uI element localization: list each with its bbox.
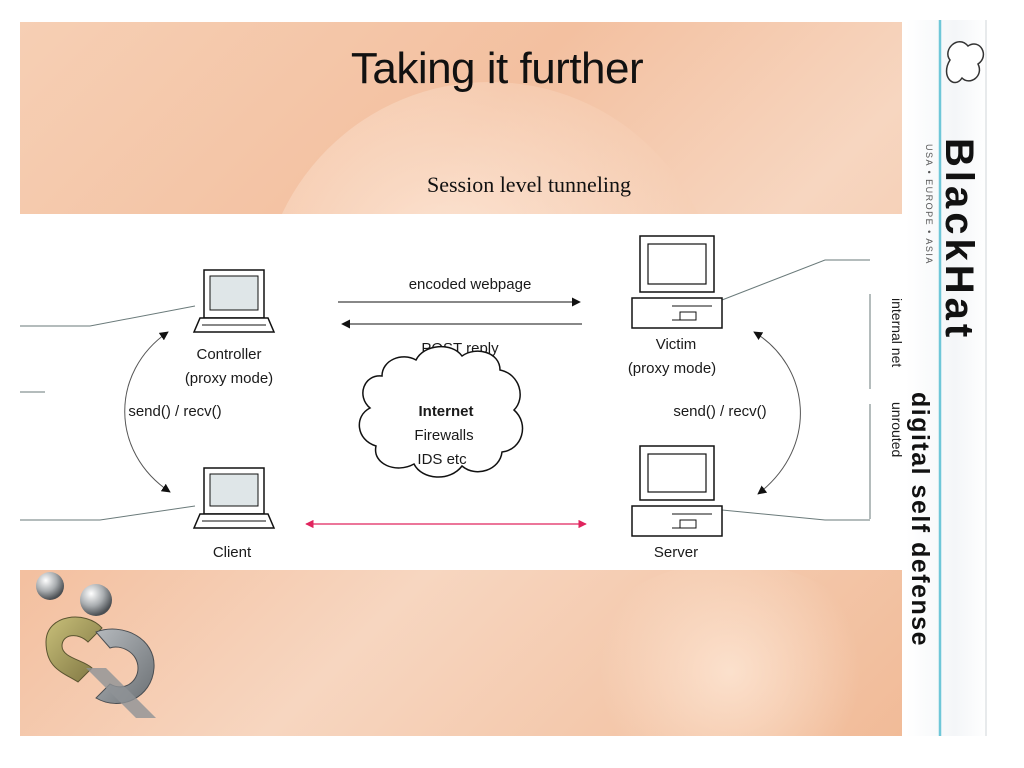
wire-server bbox=[721, 509, 870, 521]
right-send-recv-arc bbox=[753, 331, 801, 495]
server-label: Server bbox=[654, 544, 698, 561]
diagram-panel: Controller (proxy mode) Client Victim (p… bbox=[20, 214, 902, 570]
controller-label: Controller bbox=[196, 346, 261, 363]
wire-client bbox=[20, 505, 196, 521]
network-wires bbox=[20, 259, 871, 521]
cloud-firewalls-label: Firewalls bbox=[414, 427, 473, 444]
internet-cloud-icon bbox=[358, 346, 524, 478]
blackhat-logo-icon bbox=[945, 40, 985, 84]
brand-regions: USA • EUROPE • ASIA bbox=[924, 144, 934, 265]
background-blob bbox=[580, 562, 880, 736]
server-desktop-icon bbox=[631, 445, 723, 537]
network-diagram: Controller (proxy mode) Client Victim (p… bbox=[20, 235, 902, 561]
slide-title: Taking it further bbox=[350, 44, 644, 93]
controller-laptop-icon bbox=[192, 269, 276, 333]
victim-mode-label: (proxy mode) bbox=[628, 360, 716, 377]
victim-desktop-icon bbox=[631, 235, 723, 329]
decorative-logo-icon bbox=[36, 572, 156, 718]
controller-mode-label: (proxy mode) bbox=[185, 370, 273, 387]
unrouted-label: unrouted bbox=[889, 402, 902, 457]
brand-tagline: digital self defense bbox=[906, 392, 934, 647]
left-send-recv-label: send() / recv() bbox=[128, 403, 221, 420]
internal-net-label: internal net bbox=[889, 298, 902, 367]
cloud-ids-label: IDS etc bbox=[417, 451, 467, 468]
client-laptop-icon bbox=[192, 467, 276, 529]
encoded-webpage-label: encoded webpage bbox=[409, 276, 532, 293]
right-send-recv-label: send() / recv() bbox=[673, 403, 766, 420]
slide-subtitle: Session level tunneling bbox=[426, 172, 632, 197]
wire-controller bbox=[20, 305, 196, 327]
client-label: Client bbox=[213, 544, 252, 561]
wire-victim bbox=[721, 259, 870, 301]
left-send-recv-arc bbox=[124, 331, 171, 493]
cloud-internet-label: Internet bbox=[418, 403, 473, 420]
blackhat-brand: BlackHat USA • EUROPE • ASIA digital sel… bbox=[906, 20, 987, 736]
blackhat-brand-bar: BlackHat USA • EUROPE • ASIA digital sel… bbox=[906, 20, 988, 736]
brand-name: BlackHat bbox=[937, 138, 981, 341]
victim-label: Victim bbox=[656, 336, 697, 353]
